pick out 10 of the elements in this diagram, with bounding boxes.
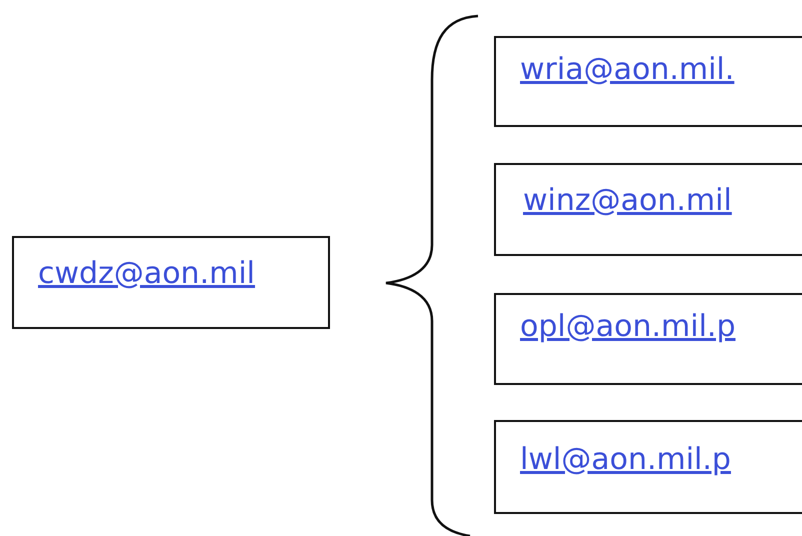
email-link: winz@aon.mil: [523, 183, 732, 218]
email-box: [494, 293, 802, 385]
email-box: [494, 163, 802, 256]
email-link: opl@aon.mil.p: [520, 309, 736, 344]
email-box: [12, 236, 330, 329]
email-link: lwl@aon.mil.p: [520, 442, 731, 477]
email-box: [494, 420, 802, 514]
email-box: [494, 36, 802, 127]
email-link: wria@aon.mil.: [520, 52, 734, 87]
email-link: cwdz@aon.mil: [38, 256, 256, 291]
